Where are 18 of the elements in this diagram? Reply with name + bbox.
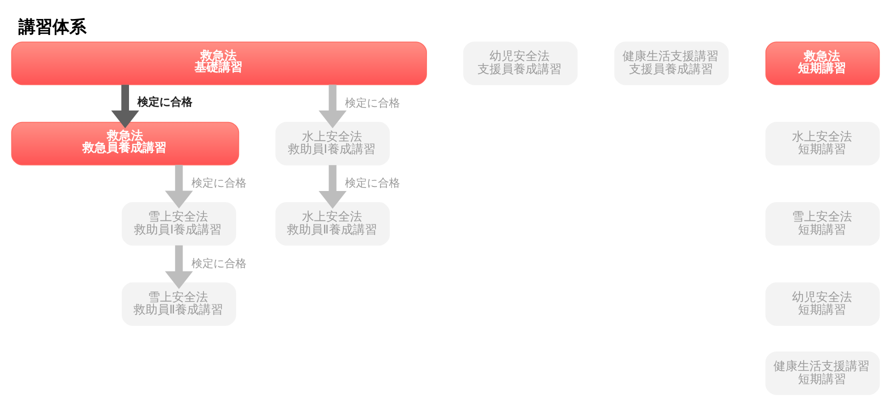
edge-label: 検定に合格 — [191, 176, 246, 190]
node-box: 救急法 短期講習 — [765, 42, 880, 86]
node-box: 水上安全法 救助員Ⅱ養成講習 — [275, 202, 390, 246]
node-box: 雪上安全法 救助員Ⅱ養成講習 — [122, 282, 236, 326]
node-box: 救急法 基礎講習 — [11, 42, 427, 86]
edge-label: 検定に合格 — [191, 256, 246, 270]
diagram-title: 講習体系 — [18, 18, 86, 38]
node-box: 雪上安全法 救助員Ⅰ養成講習 — [122, 202, 236, 246]
arrow — [318, 165, 347, 209]
arrow — [164, 245, 193, 289]
edge-label: 検定に合格 — [344, 176, 400, 190]
node-box: 水上安全法 救助員Ⅰ養成講習 — [275, 122, 390, 166]
arrow — [111, 84, 140, 128]
arrow — [318, 84, 347, 128]
edge-label: 検定に合格 — [344, 96, 400, 110]
arrow — [164, 164, 193, 209]
edge-label: 検定に合格 — [138, 96, 193, 109]
node-box: 救急法 救急員養成講習 — [11, 122, 240, 166]
